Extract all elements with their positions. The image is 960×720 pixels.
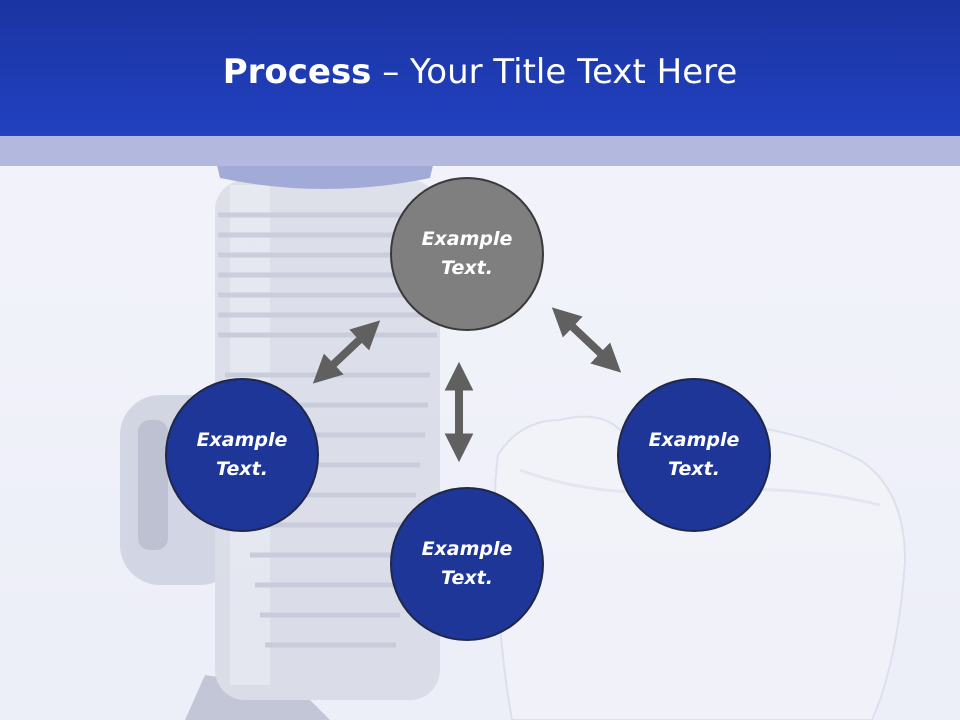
node-label: Example Text. xyxy=(648,429,740,480)
title-rest: – Your Title Text Here xyxy=(371,52,738,92)
node-label: Example Text. xyxy=(421,538,513,589)
title-bold: Process xyxy=(222,52,372,92)
process-node-top: Example Text. xyxy=(390,177,544,331)
process-node-bottom: Example Text. xyxy=(390,487,544,641)
header-bar xyxy=(0,0,960,136)
slide-title: Process – Your Title Text Here xyxy=(0,52,960,92)
node-label: Example Text. xyxy=(196,429,288,480)
process-node-left: Example Text. xyxy=(165,378,319,532)
node-label: Example Text. xyxy=(421,228,513,279)
header-band xyxy=(0,136,960,166)
double-arrow-icon xyxy=(312,320,381,384)
double-arrow-icon xyxy=(551,307,622,373)
process-node-right: Example Text. xyxy=(617,378,771,532)
